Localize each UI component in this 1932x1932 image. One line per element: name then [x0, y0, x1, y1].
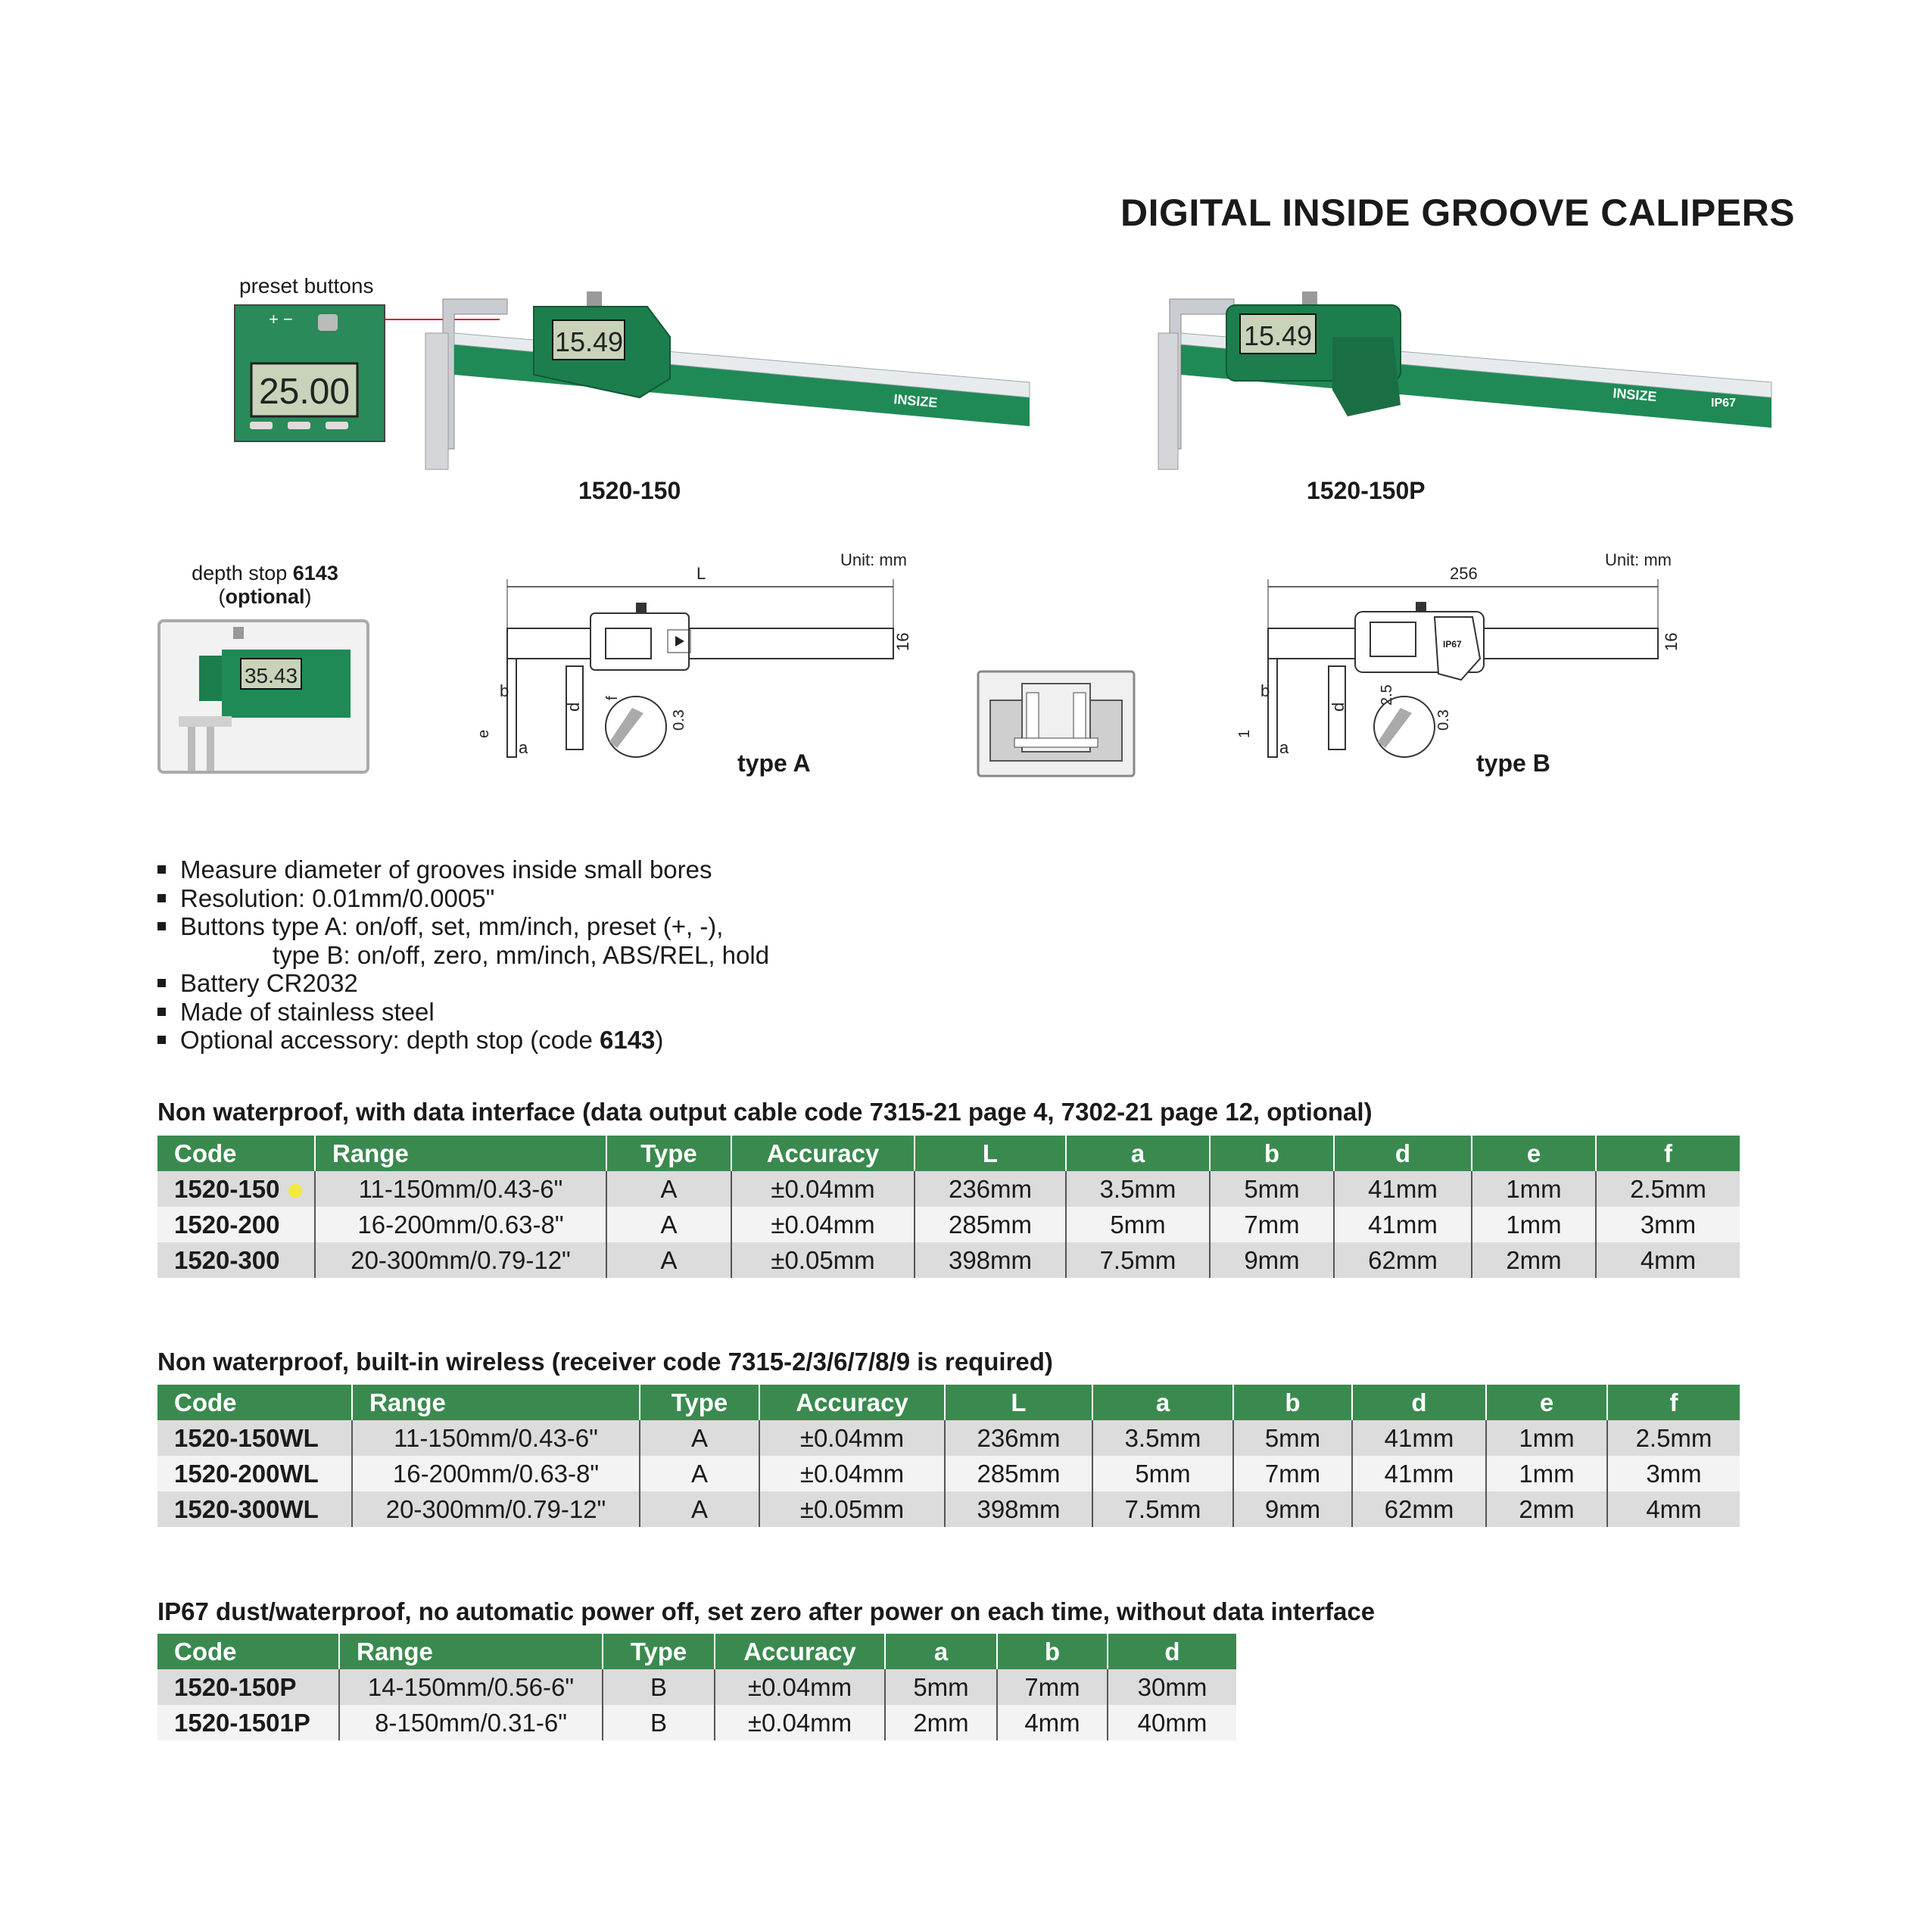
- feature-item: Battery CR2032: [157, 969, 769, 998]
- caption-1520-150: 1520-150: [578, 477, 681, 504]
- svg-text:16: 16: [1662, 633, 1681, 651]
- caption-1520-150P: 1520-150P: [1307, 477, 1426, 504]
- svg-text:b: b: [500, 681, 509, 700]
- feature-item: Measure diameter of grooves inside small…: [157, 855, 769, 884]
- preset-buttons-label: preset buttons: [239, 274, 374, 298]
- svg-text:b: b: [1260, 681, 1270, 700]
- page-title: DIGITAL INSIDE GROOVE CALIPERS: [1120, 192, 1796, 234]
- unit-label-a: Unit: mm: [840, 550, 907, 569]
- inset-display: 25.00: [259, 372, 350, 412]
- depth-stop-display: 35.43: [245, 664, 298, 687]
- feature-list: Measure diameter of grooves inside small…: [157, 855, 769, 1055]
- svg-text:a: a: [1279, 738, 1289, 757]
- svg-text:256: 256: [1450, 564, 1478, 583]
- depth-stop-label: depth stop 6143(optional): [192, 562, 338, 608]
- highlight-dot: [288, 1183, 303, 1198]
- caliper-photo-1520-150: + − 25.00 INSIZE 15.49: [234, 291, 1030, 470]
- feature-item: Optional accessory: depth stop (code 614…: [157, 1026, 769, 1055]
- svg-text:16: 16: [893, 633, 912, 651]
- svg-text:2.5: 2.5: [1379, 684, 1395, 706]
- type-b-drawing: Unit: mm 256 16 IP67 b d 1 a 2.5 0.3: [1236, 550, 1681, 758]
- table-2-caption: Non waterproof, built-in wireless (recei…: [157, 1348, 1053, 1376]
- table-1-caption: Non waterproof, with data interface (dat…: [157, 1098, 1373, 1126]
- svg-text:e: e: [475, 730, 492, 738]
- feature-item: Buttons type A: on/off, set, mm/inch, pr…: [157, 912, 769, 941]
- svg-text:0.3: 0.3: [1435, 709, 1452, 731]
- preset-signs: + −: [269, 310, 293, 329]
- main-display-b: 15.49: [1244, 320, 1312, 351]
- main-display: 15.49: [555, 326, 623, 357]
- type-b-caption: type B: [1476, 749, 1550, 777]
- ip67-badge: IP67: [1443, 639, 1462, 650]
- table-3-caption: IP67 dust/waterproof, no automatic power…: [157, 1597, 1376, 1625]
- svg-text:0.3: 0.3: [671, 709, 687, 731]
- feature-item: Resolution: 0.01mm/0.0005": [157, 884, 769, 913]
- feature-item: type B: on/off, zero, mm/inch, ABS/REL, …: [273, 940, 770, 969]
- depth-stop-photo: 35.43: [157, 619, 369, 774]
- unit-label-b: Unit: mm: [1605, 550, 1672, 569]
- svg-text:a: a: [519, 738, 528, 757]
- ip67-label: IP67: [1711, 397, 1736, 410]
- svg-text:f: f: [604, 696, 621, 700]
- svg-text:d: d: [1329, 703, 1348, 712]
- caliper-photo-1520-150P: INSIZE IP67 15.49: [1158, 291, 1772, 470]
- svg-text:d: d: [564, 703, 583, 712]
- groove-illustration: [977, 670, 1136, 777]
- svg-text:L: L: [696, 564, 706, 583]
- svg-text:1: 1: [1236, 730, 1253, 738]
- type-a-drawing: Unit: mm L 16 b d e a f 0.3: [475, 550, 912, 758]
- feature-item: Made of stainless steel: [157, 998, 769, 1027]
- type-a-caption: type A: [737, 749, 811, 777]
